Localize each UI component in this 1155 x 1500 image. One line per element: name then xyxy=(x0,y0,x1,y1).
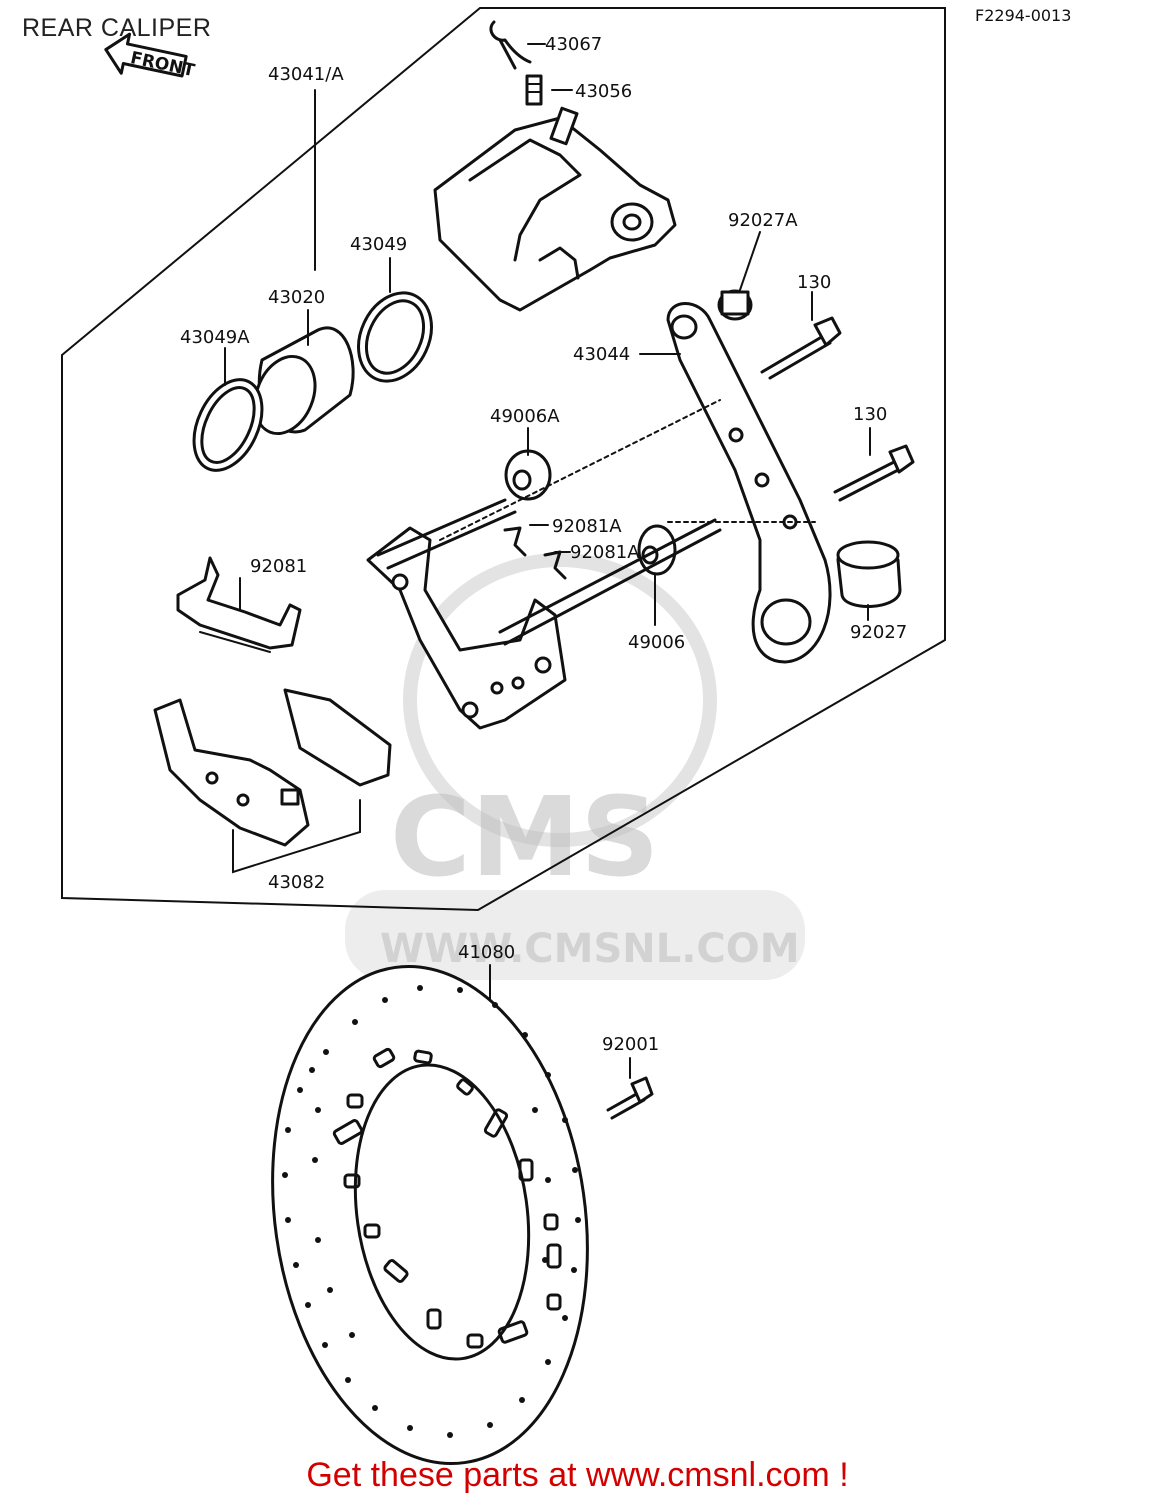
label-92081: 92081 xyxy=(250,556,307,577)
label-43082: 43082 xyxy=(268,872,325,893)
label-92027A: 92027A xyxy=(728,210,798,231)
label-41080: 41080 xyxy=(458,942,515,963)
label-49006A: 49006A xyxy=(490,406,560,427)
get-parts-link[interactable]: Get these parts at www.cmsnl.com ! xyxy=(306,1456,849,1494)
label-43020: 43020 xyxy=(268,287,325,308)
disc-bolt-part xyxy=(606,1076,654,1120)
leader-lines xyxy=(224,89,871,1079)
collar-small-part xyxy=(717,289,753,321)
bleeder-valve-part xyxy=(525,74,573,106)
brake-disc-part xyxy=(271,964,589,1466)
label-130-lower: 130 xyxy=(853,404,887,425)
label-43041A: 43041/A xyxy=(268,64,344,85)
anti-rattle-spring-part xyxy=(176,556,302,653)
reference-code: F2294-0013 xyxy=(975,6,1072,25)
label-130-upper: 130 xyxy=(797,272,831,293)
label-43049: 43049 xyxy=(350,234,407,255)
label-92027: 92027 xyxy=(850,622,907,643)
watermark-url-text: WWW.CMSNL.COM xyxy=(380,926,800,972)
watermark-logo: CMS WWW.CMSNL.COM xyxy=(345,553,805,980)
page-title: REAR CALIPER xyxy=(22,14,212,42)
label-43067: 43067 xyxy=(545,34,602,55)
pad-spring-small-part xyxy=(503,526,567,580)
label-43056: 43056 xyxy=(575,81,632,102)
collar-large-part xyxy=(836,540,902,608)
bleeder-cap-part xyxy=(489,20,546,70)
piston-seal-part xyxy=(357,291,433,383)
label-92081A-lower: 92081A xyxy=(570,542,640,563)
caliper-body-part xyxy=(433,106,677,312)
caliper-bracket-part xyxy=(366,498,722,730)
label-43044: 43044 xyxy=(573,344,630,365)
bolt-lower-part xyxy=(833,444,915,502)
label-92081A-upper: 92081A xyxy=(552,516,622,537)
watermark-logo-text: CMS xyxy=(390,773,659,901)
label-49006: 49006 xyxy=(628,632,685,653)
front-arrow-icon: FRONT xyxy=(104,32,197,81)
brake-pads-part xyxy=(153,688,392,874)
bushing-49006A-part xyxy=(504,449,552,501)
label-43049A: 43049A xyxy=(180,327,250,348)
dust-seal-part xyxy=(192,378,264,472)
piston-part xyxy=(253,326,355,436)
assembly-outline xyxy=(61,7,946,912)
part-labels: 43067 43056 43041/A 43049 43020 43049A 9… xyxy=(180,34,907,1055)
label-92001: 92001 xyxy=(602,1034,659,1055)
bolt-upper-part xyxy=(760,316,842,380)
